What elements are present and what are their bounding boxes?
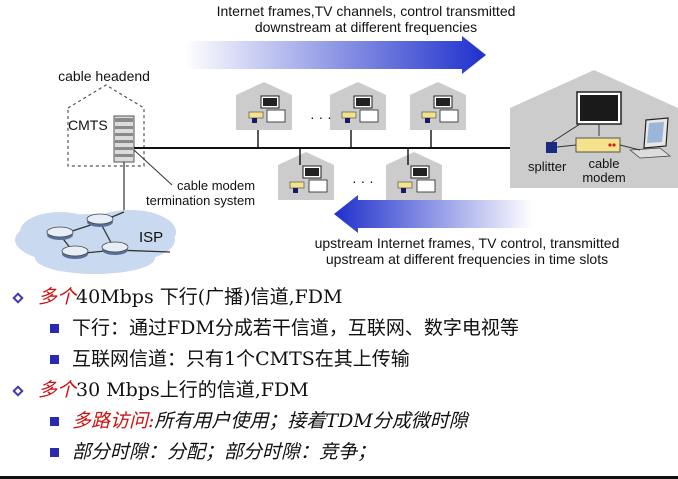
bullet-list: 多个40Mbps 下行(广播)信道,FDM 下行：通过FDM分成若干信道，互联网… bbox=[10, 282, 670, 468]
computer-icon bbox=[628, 117, 672, 159]
bullet-emphasis: 多个 bbox=[38, 286, 77, 308]
home-icon bbox=[386, 152, 442, 200]
bullet-text: 30 Mbps上行的信道,FDM bbox=[76, 379, 309, 401]
cable-modem-icon bbox=[575, 137, 621, 153]
downstream-arrow bbox=[185, 36, 486, 74]
router-icon bbox=[46, 226, 74, 240]
bullet-emphasis: 多路访问: bbox=[72, 410, 155, 432]
square-bullet-icon bbox=[50, 448, 59, 457]
router-icon bbox=[86, 213, 114, 227]
modem-label-line1: cable bbox=[588, 156, 619, 171]
isp-label: ISP bbox=[139, 229, 163, 246]
tv-icon bbox=[576, 91, 622, 125]
bullet-subitem: 部分时隙：分配；部分时隙：竞争； bbox=[10, 437, 670, 468]
home-icon bbox=[410, 82, 466, 130]
bullet-emphasis: 多个 bbox=[38, 379, 77, 401]
splitter-label: splitter bbox=[528, 159, 567, 174]
upstream-text-line1: upstream Internet frames, TV control, tr… bbox=[315, 235, 620, 251]
bullet-text: 下行：通过FDM分成若干信道，互联网、数字电视等 bbox=[72, 317, 519, 339]
headend-label: cable headend bbox=[58, 68, 150, 84]
router-icon bbox=[61, 245, 89, 259]
home-icon bbox=[236, 82, 292, 130]
home-icon bbox=[278, 152, 334, 200]
square-bullet-icon bbox=[50, 355, 59, 364]
splitter-icon bbox=[546, 142, 557, 153]
modem-label-line2: modem bbox=[582, 170, 625, 185]
bullet-text: 40Mbps 下行(广播)信道,FDM bbox=[76, 286, 343, 308]
cmts-description-line1: cable modem bbox=[177, 178, 255, 193]
bullet-item: 多个30 Mbps上行的信道,FDM bbox=[10, 375, 670, 406]
home-icon bbox=[330, 82, 386, 130]
router-icon bbox=[101, 241, 129, 255]
square-bullet-icon bbox=[50, 324, 59, 333]
square-bullet-icon bbox=[50, 417, 59, 426]
bullet-item: 多个40Mbps 下行(广播)信道,FDM bbox=[10, 282, 670, 313]
cmts-label: CMTS bbox=[68, 117, 108, 133]
upstream-arrow bbox=[334, 195, 533, 233]
cmts-description-line2: termination system bbox=[146, 193, 255, 208]
downstream-text-line2: downstream at different frequencies bbox=[255, 19, 477, 35]
subscriber-home bbox=[510, 70, 678, 188]
diamond-bullet-icon bbox=[12, 292, 24, 304]
headend-outline bbox=[67, 84, 145, 167]
bullet-text: 互联网信道：只有1个CMTS在其上传输 bbox=[72, 348, 410, 370]
bullet-subitem: 下行：通过FDM分成若干信道，互联网、数字电视等 bbox=[10, 313, 670, 344]
downstream-text-line1: Internet frames,TV channels, control tra… bbox=[217, 3, 516, 19]
ellipsis-top: · · · bbox=[310, 109, 332, 125]
bullet-text: 部分时隙：分配；部分时隙：竞争； bbox=[72, 441, 377, 463]
bullet-text: 所有用户使用；接着TDM分成微时隙 bbox=[154, 410, 468, 432]
cable-network-diagram: Internet frames,TV channels, control tra… bbox=[15, 3, 678, 274]
upstream-text-line2: upstream at different frequencies in tim… bbox=[326, 251, 608, 267]
diamond-bullet-icon bbox=[12, 385, 24, 397]
bottom-rule bbox=[0, 476, 678, 479]
bullet-subitem: 互联网信道：只有1个CMTS在其上传输 bbox=[10, 344, 670, 375]
bullet-subitem: 多路访问:所有用户使用；接着TDM分成微时隙 bbox=[10, 406, 670, 437]
ellipsis-bottom: · · · bbox=[352, 173, 374, 189]
cmts-rack-icon bbox=[113, 115, 135, 163]
